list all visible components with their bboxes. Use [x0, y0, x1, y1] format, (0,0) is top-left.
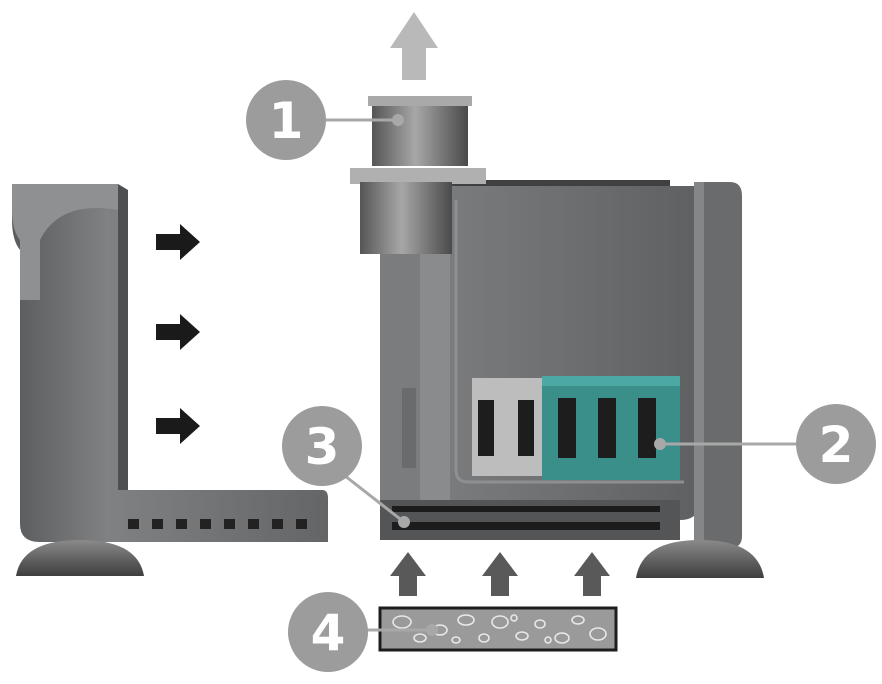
flow-direction-arrows: [156, 224, 200, 444]
callout-1: 1: [246, 80, 326, 160]
right-suction-foot: [636, 540, 764, 578]
callout-leader-lines: [320, 118, 800, 632]
left-suction-foot: [16, 540, 144, 576]
up-arrow-icon: [574, 552, 610, 596]
front-cover: [12, 184, 328, 542]
right-arrow-icon: [156, 314, 200, 350]
right-arrow-icon: [156, 224, 200, 260]
up-arrow-icon: [482, 552, 518, 596]
front-cover-slots: [128, 519, 307, 529]
callout-2-number: 2: [819, 416, 854, 474]
callout-3: 3: [282, 406, 362, 486]
outflow-arrow-icon: [390, 12, 438, 80]
callout-3-number: 3: [305, 418, 340, 476]
callout-4-number: 4: [311, 604, 346, 662]
intake-arrows: [390, 552, 610, 596]
right-arrow-icon: [156, 408, 200, 444]
outlet-nozzle: [350, 96, 486, 254]
callout-2: 2: [796, 404, 876, 484]
up-arrow-icon: [390, 552, 426, 596]
callout-1-number: 1: [269, 92, 304, 150]
flow-control-slider: [472, 376, 680, 480]
callout-4: 4: [288, 592, 368, 672]
